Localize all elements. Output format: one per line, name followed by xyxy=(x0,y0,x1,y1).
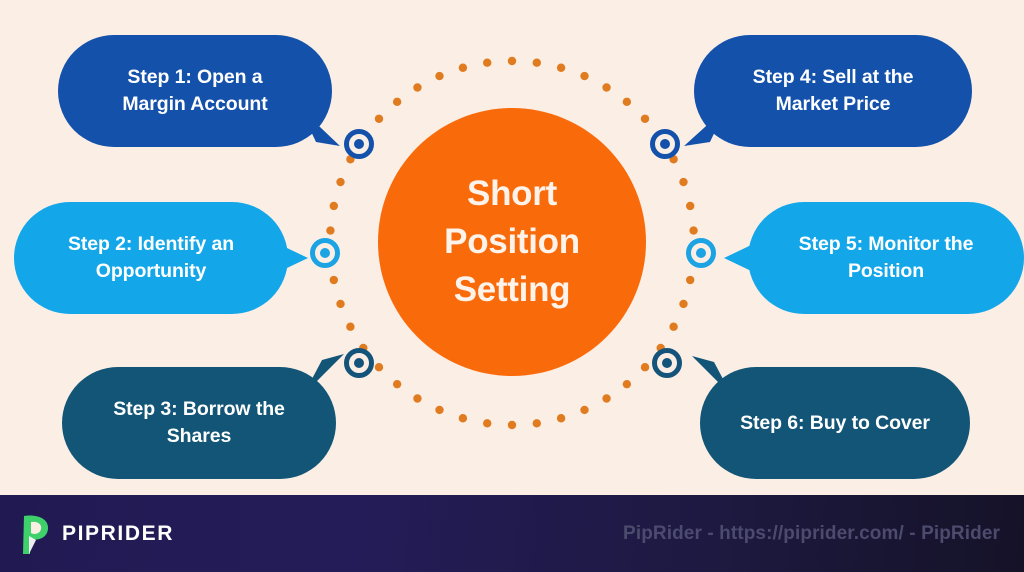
center-hub-circle: Short Position Setting xyxy=(378,108,646,376)
step-bubble-5[interactable]: Step 5: Monitor the Position xyxy=(748,202,1024,314)
step-tail-6 xyxy=(692,356,732,396)
step-tail-5 xyxy=(724,238,766,278)
footer-bar: PIPRIDER PipRider - https://piprider.com… xyxy=(0,495,1024,572)
piprider-logo-icon xyxy=(23,515,49,554)
step-marker-1[interactable] xyxy=(344,129,374,159)
step-label-2: Step 2: Identify an Opportunity xyxy=(67,233,235,282)
step-label-5: Step 5: Monitor the Position xyxy=(798,233,974,282)
step-tail-1 xyxy=(300,108,340,146)
brand-name: PIPRIDER xyxy=(62,521,174,545)
step-marker-4[interactable] xyxy=(650,129,680,159)
step-marker-3[interactable] xyxy=(344,348,374,378)
step-label-6: Step 6: Buy to Cover xyxy=(740,411,930,434)
step-bubble-6[interactable]: Step 6: Buy to Cover xyxy=(700,367,970,479)
step-marker-6[interactable] xyxy=(652,348,682,378)
step-bubble-2[interactable]: Step 2: Identify an Opportunity xyxy=(14,202,288,314)
footer-watermark: PipRider - https://piprider.com/ - PipRi… xyxy=(623,522,1000,544)
step-label-1: Step 1: Open a Margin Account xyxy=(122,66,268,115)
brand-lockup: PIPRIDER xyxy=(18,513,174,555)
step-bubble-4[interactable]: Step 4: Sell at the Market Price xyxy=(694,35,972,147)
center-title: Short Position Setting xyxy=(444,173,580,310)
step-bubble-1[interactable]: Step 1: Open a Margin Account xyxy=(58,35,332,147)
step-label-4: Step 4: Sell at the Market Price xyxy=(752,66,914,115)
step-bubble-3[interactable]: Step 3: Borrow the Shares xyxy=(62,367,336,479)
step-tail-4 xyxy=(684,108,726,146)
step-label-3: Step 3: Borrow the Shares xyxy=(113,398,285,447)
step-tail-3 xyxy=(304,354,344,394)
step-tail-2 xyxy=(266,238,308,278)
step-marker-5[interactable] xyxy=(686,238,716,268)
step-marker-2[interactable] xyxy=(310,238,340,268)
